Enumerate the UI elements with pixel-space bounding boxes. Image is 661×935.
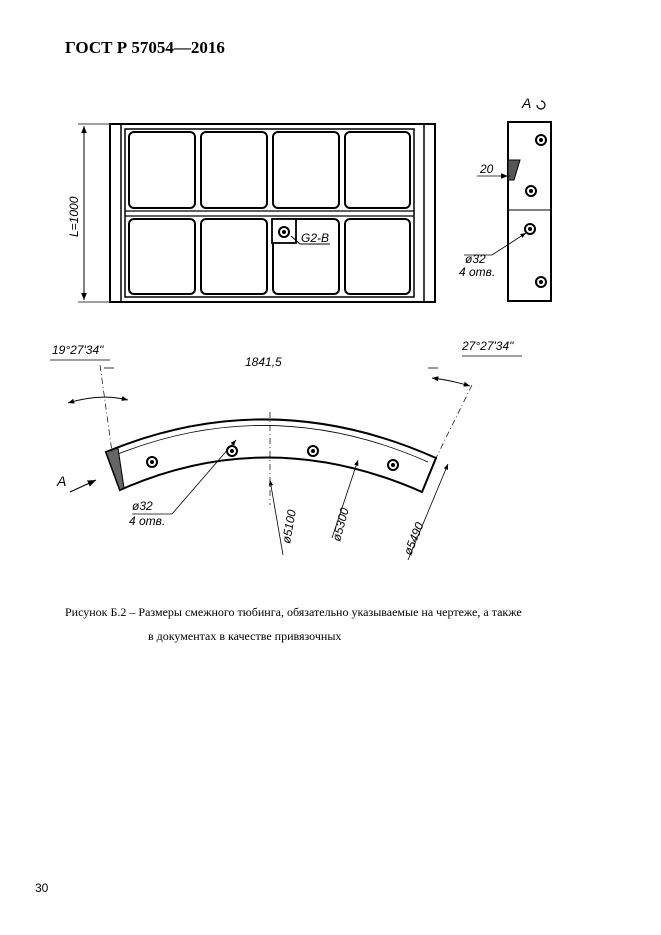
- bolt-hole-icon: [146, 456, 158, 468]
- plan-hole-count-label: 4 отв.: [129, 514, 165, 528]
- side-view: [464, 100, 552, 302]
- bolt-hole-icon: [307, 445, 319, 457]
- grout-label: G2-B: [301, 231, 329, 245]
- figure-caption-line2: в документах в качестве привязочных: [148, 629, 342, 643]
- hole-dia-label: ø32: [465, 252, 486, 266]
- inner-diameter-label: ø5100: [279, 508, 299, 544]
- mid-diameter-label: ø5300: [329, 506, 351, 543]
- side-outline: [507, 121, 552, 302]
- segment-arc-outline: [104, 418, 438, 494]
- hole-count-label: 4 отв.: [459, 265, 495, 279]
- front-view: [78, 123, 436, 303]
- plan-hole-dia-label: ø32: [132, 499, 153, 513]
- bolt-hole-icon: [387, 459, 399, 471]
- arc-length-label: 1841,5: [245, 355, 282, 369]
- plan-view: [50, 355, 522, 561]
- bolt-hole-icon: [535, 276, 547, 288]
- right-angle-label: 27°27'34": [461, 339, 514, 353]
- groove-dim-label: 20: [479, 162, 494, 176]
- joint-hatch: [105, 447, 125, 491]
- length-label: L=1000: [67, 196, 81, 237]
- bolt-hole-icon: [535, 134, 547, 146]
- document-header: ГОСТ Р 57054—2016: [65, 38, 225, 57]
- gasket-groove-hatch: [507, 159, 521, 181]
- segment-outline: [109, 123, 436, 303]
- bolt-hole-icon: [524, 223, 536, 235]
- bolt-hole-icon: [525, 185, 537, 197]
- plan-arrow-label: A: [56, 473, 66, 489]
- figure-caption-line1: Рисунок Б.2 – Размеры смежного тюбинга, …: [65, 605, 522, 619]
- outer-diameter-label: ø5490: [401, 520, 427, 557]
- page-number: 30: [35, 881, 49, 895]
- bolt-hole-icon: [226, 445, 238, 457]
- grout-hole: [278, 226, 290, 238]
- left-angle-label: 19°27'34": [52, 343, 104, 357]
- side-view-label: A: [521, 95, 531, 111]
